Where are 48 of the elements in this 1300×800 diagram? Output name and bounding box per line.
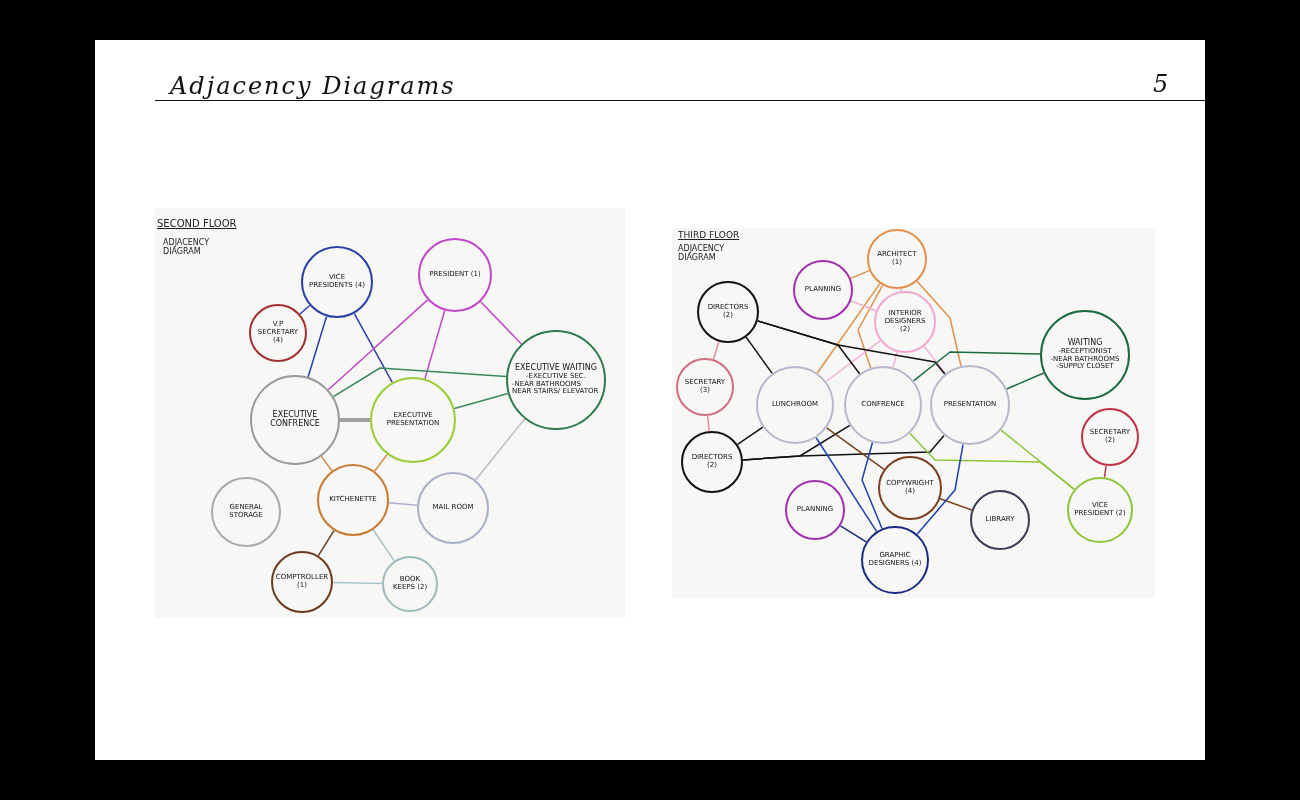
connector-line xyxy=(332,581,383,585)
diagram-heading: THIRD FLOOR xyxy=(678,230,741,241)
connector-line xyxy=(332,367,507,398)
connector-line xyxy=(317,529,335,557)
connector-line xyxy=(307,315,328,378)
connector-line xyxy=(815,437,878,533)
connector-line xyxy=(923,345,947,375)
connector-line xyxy=(372,529,396,562)
connector-line xyxy=(857,284,884,369)
connector-line xyxy=(712,340,720,360)
connector-line xyxy=(756,320,946,375)
room-label: WAITING xyxy=(1067,339,1103,348)
connector-line xyxy=(474,418,526,481)
connector-line xyxy=(916,443,964,535)
connector-line xyxy=(479,300,523,345)
connector-line xyxy=(909,432,1075,491)
connector-line xyxy=(299,304,311,315)
connector-line xyxy=(742,434,945,461)
page-number: 5 xyxy=(1153,70,1169,98)
connector-line xyxy=(388,502,418,506)
connector-line xyxy=(453,392,509,410)
connector-line xyxy=(320,455,333,472)
diagram-heading: ADJACENCY DIAGRAM xyxy=(163,238,211,257)
room-label: EXECUTIVE CONFRENCE xyxy=(269,411,321,429)
connector-line xyxy=(816,282,881,374)
diagram-heading: ADJACENCY DIAGRAM xyxy=(678,244,726,263)
diagram-heading: SECOND FLOOR xyxy=(157,218,238,230)
connector-line xyxy=(327,299,429,391)
connector-line xyxy=(849,269,871,280)
connector-line xyxy=(424,309,446,380)
page-title: Adjacency Diagrams xyxy=(170,72,456,100)
connector-line xyxy=(900,288,902,292)
connector-line xyxy=(706,415,710,432)
connector-line xyxy=(939,497,973,511)
connector-line xyxy=(353,312,393,384)
connector-line xyxy=(825,427,885,470)
connector-line xyxy=(736,426,764,446)
connector-line xyxy=(850,300,877,312)
connector-line xyxy=(340,418,370,422)
room-label: EXECUTIVE WAITING xyxy=(514,364,598,373)
connector-line xyxy=(912,351,1041,382)
connector-line xyxy=(825,339,881,383)
connector-line xyxy=(745,336,773,375)
connector-line xyxy=(861,441,883,530)
connector-line xyxy=(1005,372,1045,390)
connector-line xyxy=(916,280,962,367)
connector-line xyxy=(373,453,388,472)
connector-line xyxy=(839,525,867,543)
